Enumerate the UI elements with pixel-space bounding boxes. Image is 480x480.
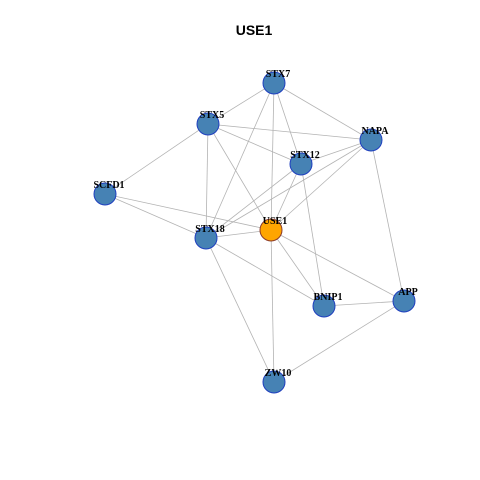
edge-use1-zw10 [270,229,275,383]
edge-stx7-stx12 [273,82,302,165]
edge-stx5-stx12 [207,123,302,165]
node-circle-scfd1 [93,182,117,206]
node-circle-napa [359,128,383,152]
edge-napa-stx18 [205,139,372,239]
node-label-napa: NAPA [361,126,389,137]
node-stx7: STX7 [262,69,290,95]
node-label-app: APP [398,287,417,298]
edge-layer [104,82,405,383]
node-scfd1: SCFD1 [93,180,125,206]
node-use1: USE1 [259,216,287,242]
edge-stx12-use1 [270,163,302,231]
edge-stx12-bnip1 [300,163,325,307]
edge-stx18-bnip1 [205,237,325,307]
node-stx18: STX18 [194,224,225,250]
node-label-use1: USE1 [263,216,287,227]
edge-stx7-use1 [270,82,275,231]
node-zw10: ZW10 [262,368,292,394]
node-label-scfd1: SCFD1 [93,180,124,191]
node-label-stx18: STX18 [195,224,224,235]
edge-bnip1-app [323,300,405,307]
edge-scfd1-use1 [104,193,272,231]
node-label-bnip1: BNIP1 [314,292,343,303]
edge-napa-use1 [270,139,372,231]
node-app: APP [392,287,418,313]
edge-use1-bnip1 [270,229,325,307]
edge-stx7-napa [273,82,372,141]
edge-scfd1-stx18 [104,193,207,239]
edge-stx5-use1 [207,123,272,231]
node-label-stx7: STX7 [266,69,290,80]
node-circle-stx7 [262,71,286,95]
edge-stx5-stx18 [205,123,209,239]
edge-stx12-stx18 [205,163,302,239]
node-circle-stx18 [194,226,218,250]
edge-napa-stx12 [300,139,372,165]
edge-stx7-stx5 [207,82,275,125]
node-stx5: STX5 [196,110,224,136]
edge-app-zw10 [273,300,405,383]
edge-stx7-stx18 [205,82,275,239]
node-circle-stx12 [289,152,313,176]
node-label-stx5: STX5 [200,110,224,121]
edge-stx5-napa [207,123,372,141]
node-circle-zw10 [262,370,286,394]
graph-title: USE1 [236,22,273,38]
node-stx12: STX12 [289,150,320,176]
node-circle-stx5 [196,112,220,136]
node-label-stx12: STX12 [290,150,319,161]
edge-napa-app [370,139,405,302]
node-label-zw10: ZW10 [265,368,292,379]
node-bnip1: BNIP1 [312,292,343,318]
node-circle-bnip1 [312,294,336,318]
node-circle-use1 [259,218,283,242]
node-napa: NAPA [359,126,389,152]
node-circle-app [392,289,416,313]
edge-use1-app [270,229,405,302]
edge-stx18-zw10 [205,237,275,383]
edge-stx5-scfd1 [104,123,209,195]
